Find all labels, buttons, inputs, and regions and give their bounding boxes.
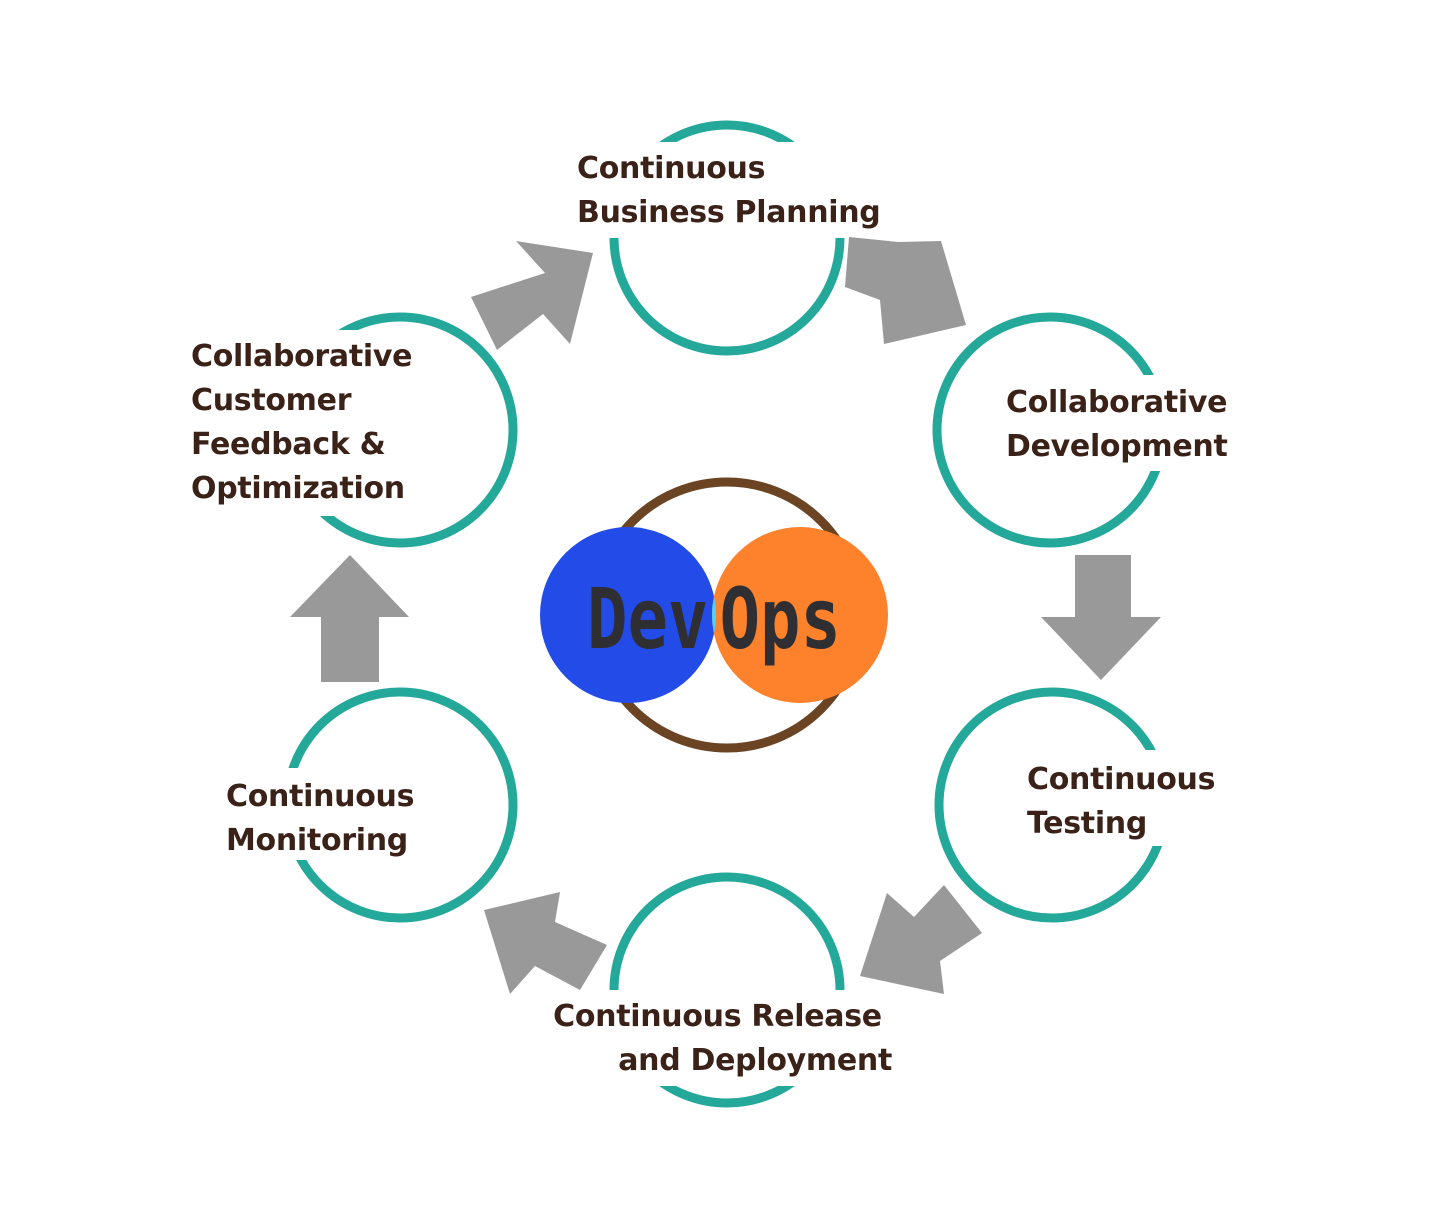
arrow-feedback-to-planning	[471, 241, 593, 350]
label-testing-line-2: Testing	[1027, 806, 1147, 841]
label-feedback-line-4: Optimization	[191, 471, 405, 506]
label-development-line-2: Development	[1006, 429, 1228, 464]
devops-logo: DevOps	[540, 527, 888, 703]
label-mask-monitoring	[220, 768, 426, 860]
label-testing-line-1: Continuous	[1027, 762, 1215, 797]
label-feedback-line-2: Customer	[191, 383, 352, 418]
arrow-planning-to-development	[845, 237, 966, 344]
label-feedback: Collaborative Customer Feedback & Optimi…	[191, 339, 422, 506]
label-planning-line-2: Business Planning	[577, 195, 880, 230]
label-monitoring: Continuous Monitoring	[226, 779, 424, 858]
label-development: Collaborative Development	[1006, 385, 1237, 464]
logo-text-ops: Ops	[720, 570, 841, 668]
label-mask-release	[564, 990, 902, 1086]
label-release: Continuous Release and Deployment	[553, 999, 892, 1078]
label-development-line-1: Collaborative	[1006, 385, 1227, 420]
arrow-monitoring-to-feedback	[290, 555, 409, 682]
label-feedback-line-1: Collaborative	[191, 339, 412, 374]
label-planning: Continuous Business Planning	[577, 151, 880, 230]
label-mask-feedback	[182, 330, 422, 516]
label-release-line-1: Continuous Release	[553, 999, 882, 1034]
label-planning-line-1: Continuous	[577, 151, 765, 186]
logo-left-ellipse	[540, 527, 716, 703]
label-testing: Continuous Testing	[1027, 762, 1225, 841]
label-monitoring-line-1: Continuous	[226, 779, 414, 814]
arrow-release-to-monitoring	[484, 892, 607, 994]
logo-text-dev: Dev	[587, 570, 708, 668]
label-mask-planning	[568, 142, 878, 238]
logo-right-ellipse	[712, 527, 888, 703]
logo-text: DevOps	[587, 570, 841, 668]
label-release-line-2: and Deployment	[618, 1043, 892, 1078]
arrow-development-to-testing	[1041, 555, 1161, 680]
label-mask-testing	[1018, 750, 1228, 846]
label-feedback-line-3: Feedback &	[191, 427, 386, 462]
label-monitoring-line-2: Monitoring	[226, 823, 408, 858]
arrow-testing-to-release	[860, 885, 982, 994]
label-mask-development	[998, 375, 1236, 471]
